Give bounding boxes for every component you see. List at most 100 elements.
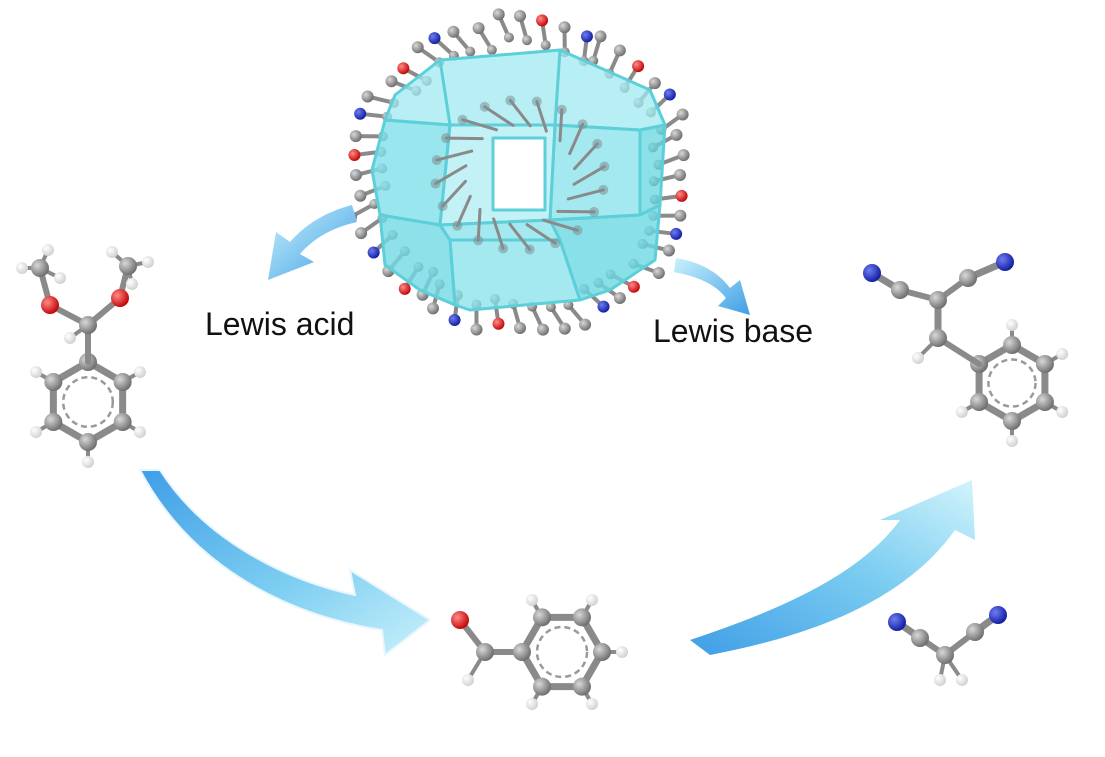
atom-c <box>31 259 49 277</box>
atom-o <box>398 282 411 295</box>
atom-n <box>597 300 610 313</box>
atom-c <box>558 322 571 335</box>
atom-h <box>16 262 28 274</box>
atom-h <box>462 674 474 686</box>
atom-h <box>106 246 118 258</box>
atom-c <box>430 178 441 189</box>
atom-h <box>616 646 628 658</box>
bond <box>572 164 606 186</box>
atom-c <box>1003 336 1021 354</box>
atom-c <box>1035 355 1054 373</box>
bond <box>476 207 482 242</box>
atom-c <box>573 608 591 627</box>
atom-n <box>996 253 1014 271</box>
atom-c <box>891 281 909 299</box>
atom-c <box>513 643 531 661</box>
atom-h <box>1056 406 1069 418</box>
atom-n <box>448 314 461 327</box>
atom-c <box>662 244 675 257</box>
atom-c <box>572 225 583 236</box>
bond <box>434 164 468 186</box>
atom-h <box>526 594 538 607</box>
lewis-base-arrow <box>674 258 750 315</box>
atom-c <box>1003 412 1021 430</box>
atom-c <box>465 46 476 57</box>
atom-c <box>361 90 374 103</box>
atom-c <box>674 209 687 222</box>
atom-h <box>586 697 598 710</box>
atom-c <box>476 643 494 661</box>
bond <box>542 218 579 232</box>
atom-c <box>929 291 947 309</box>
atom-c <box>598 184 609 195</box>
atom-c <box>514 10 526 22</box>
atom-c <box>437 201 448 212</box>
atom-c <box>1035 393 1054 411</box>
atom-c <box>599 161 610 172</box>
curved-arrow-left <box>138 469 432 657</box>
bond <box>566 188 605 201</box>
cage-polyhedron <box>370 48 667 312</box>
malononitrile-molecule <box>888 606 1007 686</box>
atom-c <box>966 623 984 641</box>
atom-c <box>473 235 484 246</box>
atom-h <box>64 332 76 344</box>
atom-c <box>677 149 690 162</box>
aromatic-ring <box>535 625 589 679</box>
atom-c <box>676 108 689 121</box>
atom-c <box>44 373 63 391</box>
atom-n <box>367 246 380 259</box>
atom-o <box>675 189 688 202</box>
atom-c <box>652 267 665 280</box>
mof-cage <box>344 8 690 336</box>
atom-c <box>577 119 588 130</box>
atom-c <box>959 269 977 287</box>
atom-n <box>888 613 906 631</box>
atom-h <box>142 256 154 268</box>
atom-h <box>42 244 54 256</box>
atom-n <box>989 606 1007 624</box>
atom-c <box>550 238 561 249</box>
atom-c <box>355 227 368 240</box>
atom-c <box>613 44 626 57</box>
atom-c <box>470 323 483 336</box>
cage-front-atoms <box>430 95 610 255</box>
atom-c <box>479 101 490 112</box>
curved-arrow-right <box>690 480 975 655</box>
benzaldehyde-dimethyl-acetal-molecule <box>16 244 154 468</box>
bond <box>492 217 505 251</box>
atom-o <box>632 60 645 73</box>
atom-c <box>613 291 626 304</box>
atom-h <box>912 352 924 364</box>
atom-c <box>558 21 571 34</box>
atom-c <box>447 25 460 38</box>
atom-n <box>580 30 593 43</box>
bond <box>525 223 557 245</box>
atom-h <box>586 594 598 607</box>
atom-c <box>579 318 592 331</box>
atom-c <box>350 169 362 181</box>
atom-c <box>536 323 549 336</box>
atom-c <box>354 189 367 202</box>
atom-o <box>451 611 469 629</box>
atom-h <box>1006 435 1018 447</box>
atom-c <box>427 302 439 315</box>
atom-c <box>594 30 607 43</box>
atom-c <box>119 257 137 275</box>
bond <box>483 105 515 127</box>
atom-c <box>349 130 362 143</box>
lewis-base-label: Lewis base <box>653 313 814 349</box>
atom-h <box>1056 348 1069 360</box>
atom-c <box>431 155 442 166</box>
atom-c <box>911 629 929 647</box>
atom-c <box>589 206 600 217</box>
atom-h <box>30 426 43 438</box>
atom-n <box>428 32 441 45</box>
benzaldehyde-molecule <box>451 594 628 710</box>
atom-c <box>44 413 63 431</box>
atom-c <box>492 8 505 21</box>
atom-o <box>397 62 410 75</box>
aromatic-ring <box>987 358 1037 408</box>
atom-h <box>126 278 138 290</box>
